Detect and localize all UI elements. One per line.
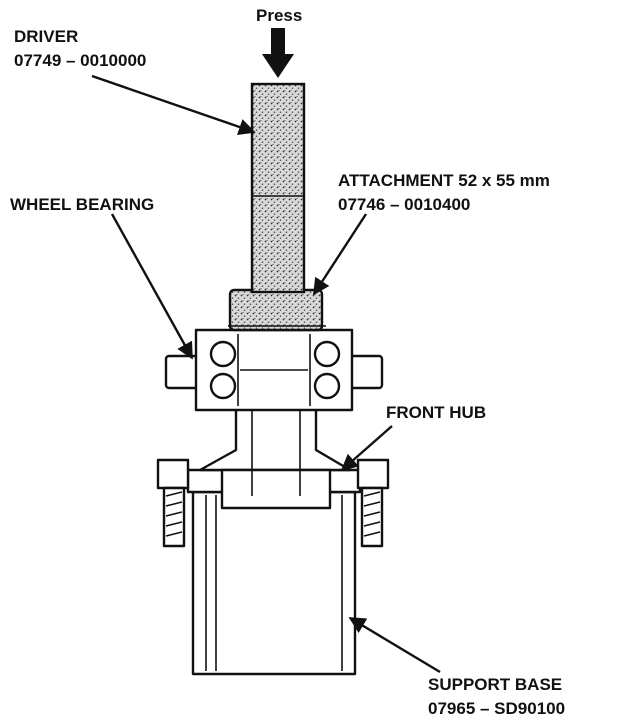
front-hub-label: FRONT HUB xyxy=(386,403,486,422)
support-base-name-label: SUPPORT BASE xyxy=(428,675,562,694)
attachment-name-label: ATTACHMENT 52 x 55 mm xyxy=(338,171,550,190)
driver-part-number: 07749 – 0010000 xyxy=(14,51,146,70)
attachment xyxy=(228,288,326,332)
support-base-leader xyxy=(348,616,441,674)
front-hub xyxy=(156,393,390,548)
driver-leader xyxy=(91,74,256,135)
driver-name-label: DRIVER xyxy=(14,27,78,46)
wheel-bearing xyxy=(164,328,384,412)
wheel-bearing-leader xyxy=(110,213,194,360)
press-label: Press xyxy=(256,6,302,25)
attachment-part-number: 07746 – 0010400 xyxy=(338,195,470,214)
front-hub-leader xyxy=(340,425,393,472)
attachment-leader xyxy=(312,213,368,296)
driver xyxy=(250,82,306,294)
support-base xyxy=(191,490,357,676)
wheel-bearing-label: WHEEL BEARING xyxy=(10,195,154,214)
support-base-part-number: 07965 – SD90100 xyxy=(428,699,565,718)
down-arrow-icon xyxy=(262,28,294,78)
